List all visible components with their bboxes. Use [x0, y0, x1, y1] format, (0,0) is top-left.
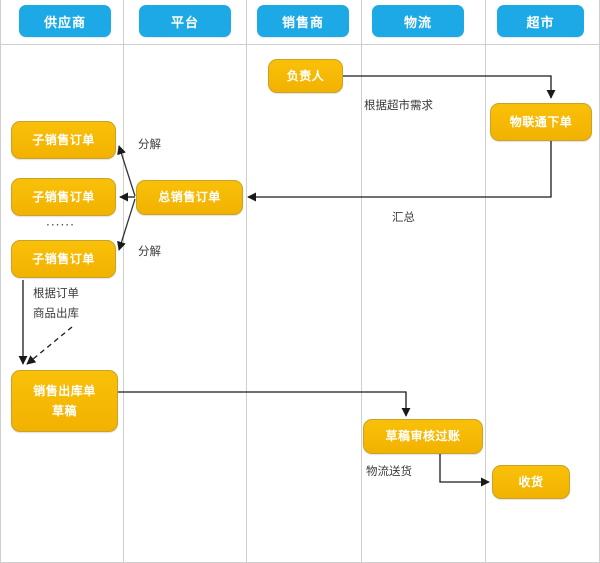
node-iot-order-label-1: 物联通下单	[509, 114, 573, 129]
edge-label-split-top: 分解	[138, 137, 161, 151]
lane-header-logistics[interactable]: 物流	[372, 5, 464, 37]
node-owner-label-1: 负责人	[286, 68, 325, 83]
node-draft-post-label-1: 草稿审核过账	[385, 429, 461, 444]
node-iot-order[interactable]: 物联通下单	[490, 103, 592, 141]
lane-header-supplier[interactable]: 供应商	[19, 5, 111, 37]
node-main-order[interactable]: 总销售订单	[136, 180, 243, 215]
node-receive-label-1: 收货	[518, 474, 544, 489]
node-owner[interactable]: 负责人	[268, 59, 343, 93]
node-sub-order-3[interactable]: 子销售订单	[11, 240, 116, 278]
lane-separator-1	[123, 0, 124, 563]
lane-header-distributor[interactable]: 销售商	[257, 5, 349, 37]
node-sales-issue-label-2: 草稿	[51, 404, 77, 418]
node-sales-issue[interactable]: 销售出库单 草稿	[11, 370, 118, 432]
node-sub-order-2-label-1: 子销售订单	[32, 189, 95, 204]
edge-label-per-order-line-1: 根据订单	[33, 286, 79, 300]
lane-separator-3	[361, 0, 362, 563]
header-divider	[0, 44, 600, 45]
node-sub-order-1[interactable]: 子销售订单	[11, 121, 116, 159]
node-receive[interactable]: 收货	[492, 465, 570, 499]
edge-label-per-order-line-2: 商品出库	[33, 306, 79, 320]
lane-separator-2	[246, 0, 247, 563]
lane-header-supermarket[interactable]: 超市	[497, 5, 584, 37]
node-draft-post[interactable]: 草稿审核过账	[363, 419, 483, 454]
edge-label-split-bottom: 分解	[138, 244, 161, 258]
diagram-left-border	[0, 0, 1, 563]
lane-header-platform[interactable]: 平台	[139, 5, 231, 37]
node-sales-issue-label-1: 销售出库单	[33, 383, 96, 398]
edge-label-delivery: 物流送货	[366, 464, 412, 478]
node-sub-order-1-label-1: 子销售订单	[32, 132, 95, 147]
ellipsis-label: ······	[46, 218, 75, 232]
node-main-order-label-1: 总销售订单	[158, 190, 221, 205]
edge-label-demand: 根据超市需求	[364, 98, 433, 112]
edge-label-summary: 汇总	[392, 210, 415, 224]
lane-separator-4	[485, 0, 486, 563]
node-sub-order-3-label-1: 子销售订单	[32, 251, 95, 266]
node-sub-order-2[interactable]: 子销售订单	[11, 178, 116, 216]
